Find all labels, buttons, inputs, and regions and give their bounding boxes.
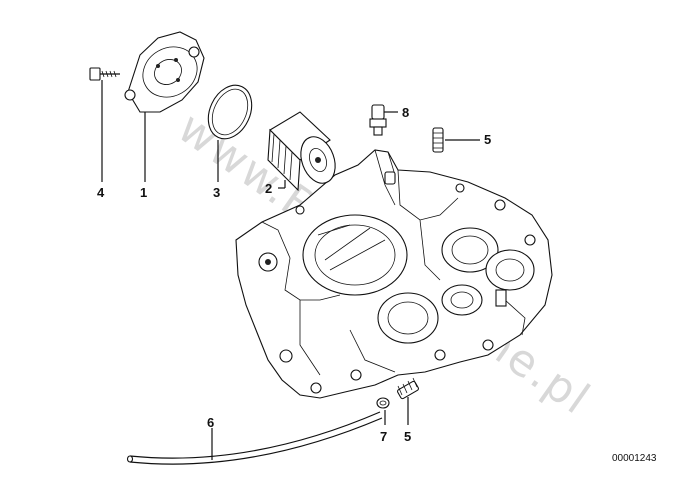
callout-6: 6 — [207, 415, 214, 430]
callout-8: 8 — [402, 105, 409, 120]
bolt — [89, 67, 120, 81]
document-id: 00001243 — [612, 453, 657, 464]
o-ring — [207, 84, 253, 140]
callout-5-lower: 5 — [404, 429, 411, 444]
oil-pressure-switch — [369, 104, 387, 136]
callout-3: 3 — [213, 185, 220, 200]
callout-2: 2 — [265, 181, 272, 196]
hose-clamp — [376, 397, 390, 409]
callout-1: 1 — [140, 185, 147, 200]
callout-4: 4 — [97, 185, 105, 200]
spring-dowel-upper — [432, 127, 444, 153]
spring-dowel-lower — [397, 377, 419, 400]
crankcase — [235, 149, 553, 399]
leader-lines — [101, 80, 480, 460]
hose — [126, 411, 383, 465]
callouts: 1 2 3 4 5 5 6 7 8 — [97, 105, 491, 444]
oil-filter-cover — [124, 31, 205, 113]
callout-5-upper: 5 — [484, 132, 491, 147]
oil-filter — [267, 111, 336, 192]
callout-7: 7 — [380, 429, 387, 444]
